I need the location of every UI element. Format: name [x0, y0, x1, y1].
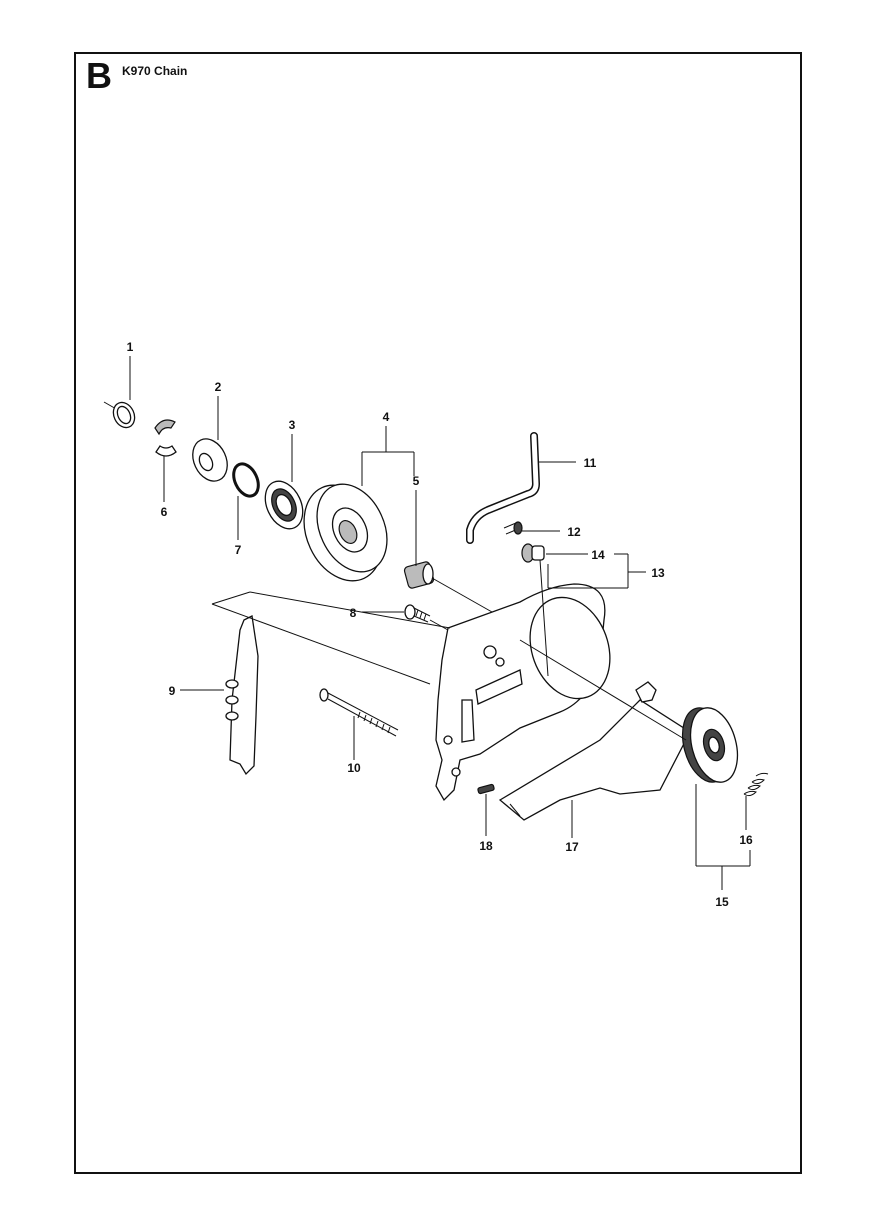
axis-line-plate [211, 591, 251, 605]
part-18-pin[interactable] [477, 783, 495, 795]
part-15-clutch[interactable] [675, 703, 745, 788]
axis-line-plate-lower [211, 603, 431, 685]
axis-line-screw [429, 619, 449, 631]
axis-line-plate-upper [249, 591, 451, 629]
model-title: K970 Chain [122, 64, 188, 78]
callout-3: 3 [289, 418, 296, 482]
part-clip [635, 681, 657, 703]
part-17-guard[interactable] [498, 699, 691, 821]
callout-16: 16 [739, 796, 753, 847]
part-14-nipple[interactable] [521, 543, 545, 563]
callout-10-label: 10 [347, 761, 361, 775]
callout-9-label: 9 [169, 684, 176, 698]
part-3-bearing[interactable] [258, 475, 310, 535]
callout-4-label: 4 [383, 410, 390, 424]
part-10-bolt[interactable] [319, 688, 399, 737]
page-frame [74, 52, 802, 1174]
callout-12-label: 12 [567, 525, 581, 539]
callout-4: 4 [361, 410, 415, 486]
callout-10: 10 [347, 716, 361, 775]
callout-8-label: 8 [350, 606, 357, 620]
callout-18-label: 18 [479, 839, 493, 853]
part-9-plate[interactable] [225, 615, 259, 776]
callout-17-label: 17 [565, 840, 579, 854]
callout-17: 17 [565, 800, 579, 854]
callout-15: 15 [695, 784, 751, 909]
callout-5: 5 [413, 474, 420, 566]
callout-1: 1 [127, 340, 134, 400]
part-2-cup[interactable] [186, 433, 234, 486]
callout-11: 11 [538, 456, 597, 470]
part-4-pulley[interactable] [289, 472, 400, 593]
callout-6: 6 [161, 456, 168, 519]
cutter-arm-housing [435, 583, 611, 802]
part-5-bushing[interactable] [403, 561, 435, 589]
part-1-ring[interactable] [103, 399, 139, 431]
callout-16-label: 16 [739, 833, 753, 847]
callout-2: 2 [215, 380, 222, 440]
part-12-screw[interactable] [503, 521, 523, 535]
callout-14: 14 [546, 548, 605, 562]
callout-8: 8 [350, 606, 404, 620]
axis-line-nipple [539, 559, 549, 677]
callout-9: 9 [169, 684, 224, 698]
section-letter: B [86, 55, 112, 96]
axis-line-clutch [519, 639, 687, 741]
part-8-screw[interactable] [404, 604, 431, 623]
callout-6-label: 6 [161, 505, 168, 519]
callout-11-label: 11 [584, 456, 597, 470]
callout-13: 13 [547, 553, 665, 589]
part-7-o-ring[interactable] [229, 460, 263, 500]
callout-7: 7 [235, 496, 242, 557]
callout-12: 12 [522, 525, 581, 539]
callout-13-label: 13 [651, 566, 665, 580]
callout-7-label: 7 [235, 543, 242, 557]
callout-15-label: 15 [715, 895, 729, 909]
callout-3-label: 3 [289, 418, 296, 432]
callout-2-label: 2 [215, 380, 222, 394]
callout-18: 18 [479, 794, 493, 853]
callout-1-label: 1 [127, 340, 134, 354]
callout-14-label: 14 [591, 548, 605, 562]
part-6-washer[interactable] [154, 419, 177, 457]
part-11-hose[interactable] [466, 432, 541, 544]
axis-line-pulley [431, 577, 493, 613]
part-16-spring[interactable] [743, 772, 769, 797]
callout-5-label: 5 [413, 474, 420, 488]
